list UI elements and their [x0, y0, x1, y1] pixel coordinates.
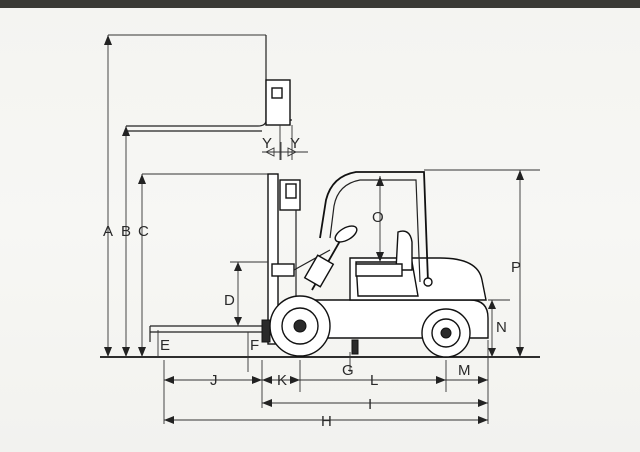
mast [267, 173, 331, 345]
height-dimensions [104, 35, 270, 357]
rear-wheel [421, 308, 471, 358]
overhead-guard [319, 171, 429, 283]
seat-cushion [355, 263, 403, 277]
dim-label-m: M [458, 362, 471, 379]
dim-label-a: A [103, 223, 113, 240]
light-marker [423, 277, 433, 287]
dim-label-i: I [368, 396, 372, 413]
dim-label-f: F [250, 337, 259, 354]
dim-label-d: D [224, 292, 235, 309]
dim-label-e: E [160, 337, 170, 354]
dim-label-y-right: Y [290, 135, 300, 152]
control-lever [303, 254, 335, 288]
raised-carriage [108, 34, 293, 160]
dim-label-n: N [496, 319, 507, 336]
front-wheel [269, 295, 331, 357]
dim-label-y-left: Y [262, 135, 272, 152]
under-clearance-marker [351, 339, 359, 355]
dim-label-h: H [321, 413, 332, 430]
dim-label-k: K [277, 372, 287, 389]
dim-label-b: B [121, 223, 131, 240]
seat-back [395, 230, 413, 271]
tilt-dimensions [262, 142, 308, 160]
dim-label-o: O [372, 209, 384, 226]
top-rule [0, 0, 640, 8]
raised-fork-top [126, 119, 267, 127]
raised-carriage-plate [265, 79, 291, 126]
tilt-cylinder-mount [271, 263, 295, 277]
length-dimensions [163, 340, 489, 424]
tilt-cylinder [293, 249, 331, 271]
head-clearance-dim [376, 176, 384, 262]
overhead-guard-height-dim [424, 169, 540, 357]
dim-label-p: P [511, 259, 521, 276]
steering-wheel [334, 225, 358, 243]
ground-clearance-dim [488, 299, 510, 357]
mast-top-pulley [285, 183, 297, 199]
raised-carriage-bolt [271, 87, 283, 99]
dim-label-c: C [138, 223, 149, 240]
lift-dimensions [157, 261, 268, 372]
fork-heel [261, 319, 271, 343]
fork-top [150, 319, 269, 327]
mast-outer-rail [267, 173, 279, 345]
dim-label-g: G [342, 362, 354, 379]
dim-label-j: J [210, 372, 218, 389]
dim-label-l: L [370, 372, 378, 389]
